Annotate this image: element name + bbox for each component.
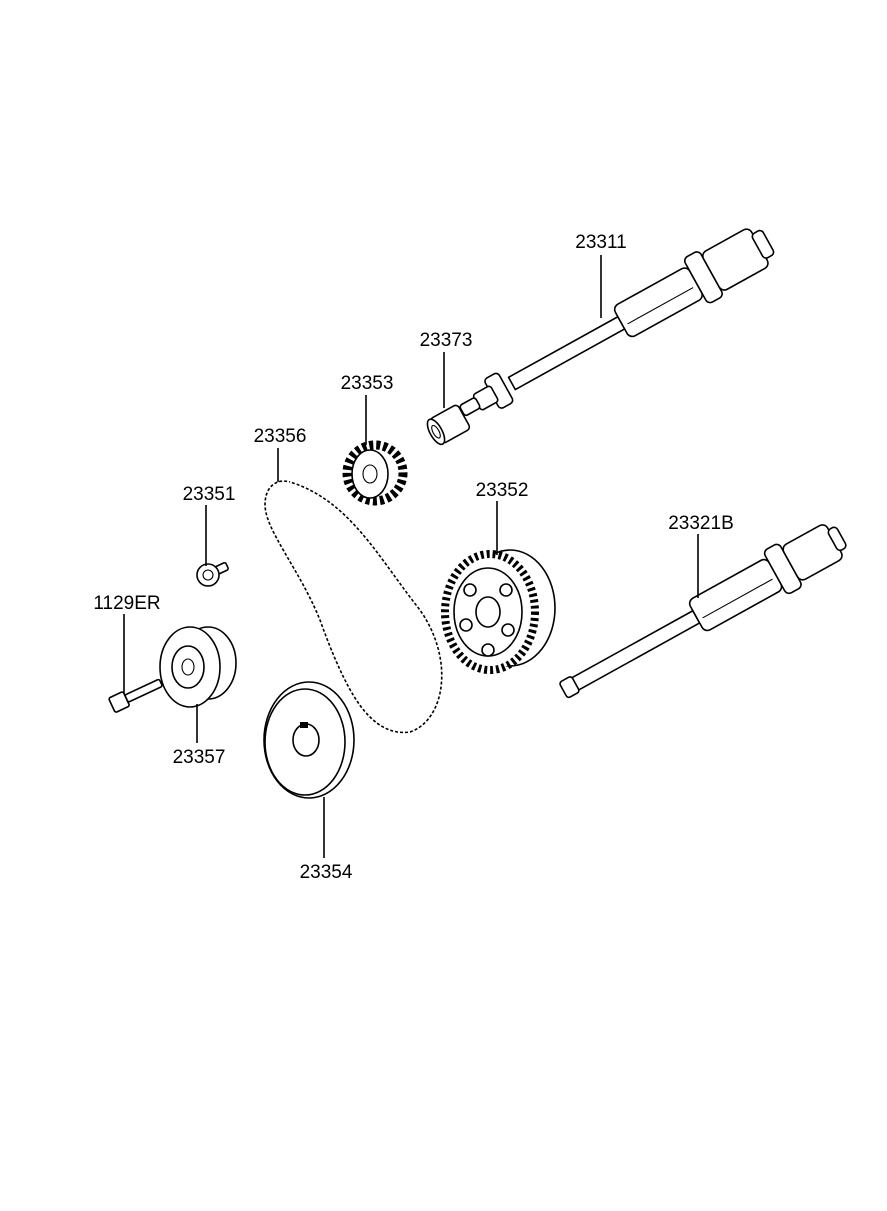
label-1129er: 1129ER (93, 593, 160, 614)
label-23351: 23351 (183, 484, 236, 505)
long-bolt[interactable] (108, 675, 164, 713)
label-23352: 23352 (476, 480, 529, 501)
timing-belt[interactable] (262, 479, 444, 735)
label-23311: 23311 (575, 232, 626, 253)
balance-shaft-lower[interactable] (551, 515, 853, 713)
label-23354: 23354 (300, 862, 353, 883)
small-bolt[interactable] (196, 562, 229, 587)
idler-pulley[interactable] (159, 626, 237, 708)
label-23357: 23357 (173, 747, 226, 768)
callout-labels: 23311 23373 23353 23356 23352 23321B 233… (93, 232, 733, 883)
label-23321b: 23321B (668, 513, 734, 534)
balance-shaft-upper[interactable] (449, 219, 780, 434)
leader-lines (123, 255, 699, 858)
label-23373: 23373 (420, 330, 473, 351)
label-23353: 23353 (341, 373, 394, 394)
label-23356: 23356 (254, 426, 307, 447)
crank-pulley[interactable] (263, 681, 355, 799)
bushing[interactable] (424, 404, 471, 447)
large-sprocket[interactable] (441, 549, 556, 674)
small-sprocket[interactable] (342, 440, 408, 506)
